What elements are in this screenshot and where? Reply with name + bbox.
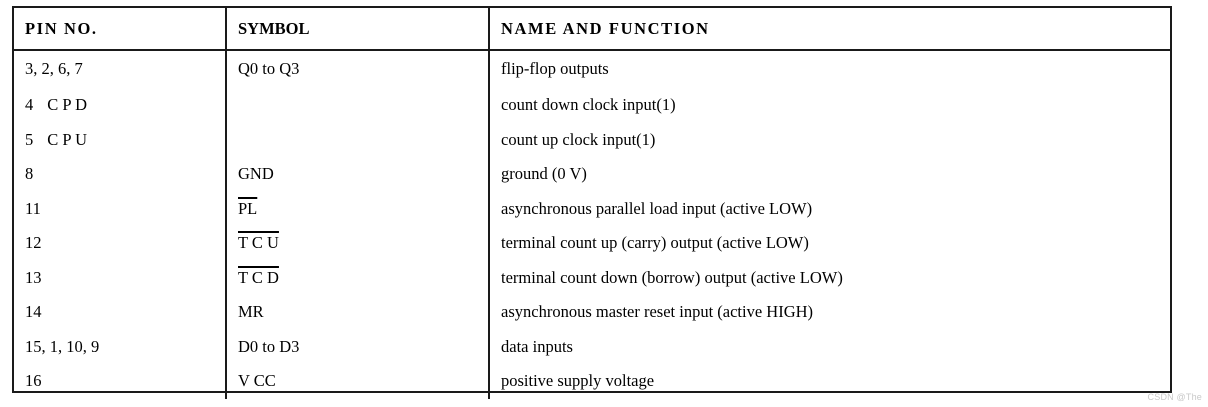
cell-pin-no: 3, 2, 6, 7 xyxy=(14,50,227,88)
column-header-name-and-function: NAME AND FUNCTION xyxy=(489,8,1170,51)
cell-symbol: GND xyxy=(226,157,490,192)
cell-name-and-function: ground (0 V) xyxy=(501,164,587,184)
cell-name-and-function: data inputs xyxy=(501,336,573,356)
table-row: 15, 1, 10, 9 D0 to D3 data inputs xyxy=(14,329,1170,364)
cell-name-and-function: asynchronous parallel load input (active… xyxy=(501,198,813,218)
cell-symbol xyxy=(226,122,490,157)
cell-symbol: T C U xyxy=(226,226,490,261)
cell-symbol: MR xyxy=(226,295,490,330)
cell-name-and-function: flip-flop outputs xyxy=(501,59,609,79)
cell-name-and-function: terminal count up (carry) output (active… xyxy=(501,233,809,253)
table-row: 16 V CC positive supply voltage xyxy=(14,364,1170,399)
cell-pin-no: 4 C P D xyxy=(14,88,227,123)
column-header-symbol: SYMBOL xyxy=(226,8,490,51)
table-row: 12 T C U terminal count up (carry) outpu… xyxy=(14,226,1170,261)
pin-description-table-container: PIN NO. SYMBOL NAME AND FUNCTION 3, 2, 6… xyxy=(12,6,1172,399)
cell-symbol-active-low: T C U xyxy=(238,233,279,253)
cell-name-and-function: count down clock input(1) xyxy=(501,95,676,115)
table-row: 8 GND ground (0 V) xyxy=(14,157,1170,192)
watermark: CSDN @The xyxy=(1147,392,1202,402)
cell-pin-no: 16 xyxy=(14,364,227,399)
table-header-row: PIN NO. SYMBOL NAME AND FUNCTION xyxy=(14,8,1170,51)
table-row: 3, 2, 6, 7 Q0 to Q3 flip-flop outputs xyxy=(14,50,1170,88)
cell-pin-signal-name: C P D xyxy=(47,95,87,115)
cell-name-and-function: asynchronous master reset input (active … xyxy=(501,302,814,322)
column-header-pin-no: PIN NO. xyxy=(14,8,227,51)
cell-symbol: D0 to D3 xyxy=(226,329,490,364)
table-header: PIN NO. SYMBOL NAME AND FUNCTION xyxy=(14,8,1170,51)
cell-symbol: T C D xyxy=(226,260,490,295)
cell-pin-no: 11 xyxy=(14,191,227,226)
table-row: 13 T C D terminal count down (borrow) ou… xyxy=(14,260,1170,295)
cell-symbol: PL xyxy=(226,191,490,226)
cell-pin-number: 4 xyxy=(25,95,34,115)
cell-name-and-function: positive supply voltage xyxy=(501,371,655,391)
cell-symbol-active-low: PL xyxy=(238,198,258,218)
cell-name-and-function: count up clock input(1) xyxy=(501,129,656,149)
cell-pin-no: 15, 1, 10, 9 xyxy=(14,329,227,364)
cell-name-and-function: terminal count down (borrow) output (act… xyxy=(501,267,843,287)
cell-pin-no: 5 C P U xyxy=(14,122,227,157)
cell-pin-number: 5 xyxy=(25,129,34,149)
table-row: 14 MR asynchronous master reset input (a… xyxy=(14,295,1170,330)
cell-symbol xyxy=(226,88,490,123)
table-row: 5 C P U count up clock input(1) xyxy=(14,122,1170,157)
cell-pin-no: 14 xyxy=(14,295,227,330)
cell-pin-no: 12 xyxy=(14,226,227,261)
table-row: 11 PL asynchronous parallel load input (… xyxy=(14,191,1170,226)
cell-pin-no: 8 xyxy=(14,157,227,192)
cell-symbol: Q0 to Q3 xyxy=(226,50,490,88)
cell-symbol: V CC xyxy=(226,364,490,399)
cell-symbol-active-low: T C D xyxy=(238,267,279,287)
table-row: 4 C P D count down clock input(1) xyxy=(14,88,1170,123)
cell-pin-signal-name: C P U xyxy=(47,129,87,149)
pin-description-table: PIN NO. SYMBOL NAME AND FUNCTION 3, 2, 6… xyxy=(14,8,1170,399)
cell-pin-no: 13 xyxy=(14,260,227,295)
